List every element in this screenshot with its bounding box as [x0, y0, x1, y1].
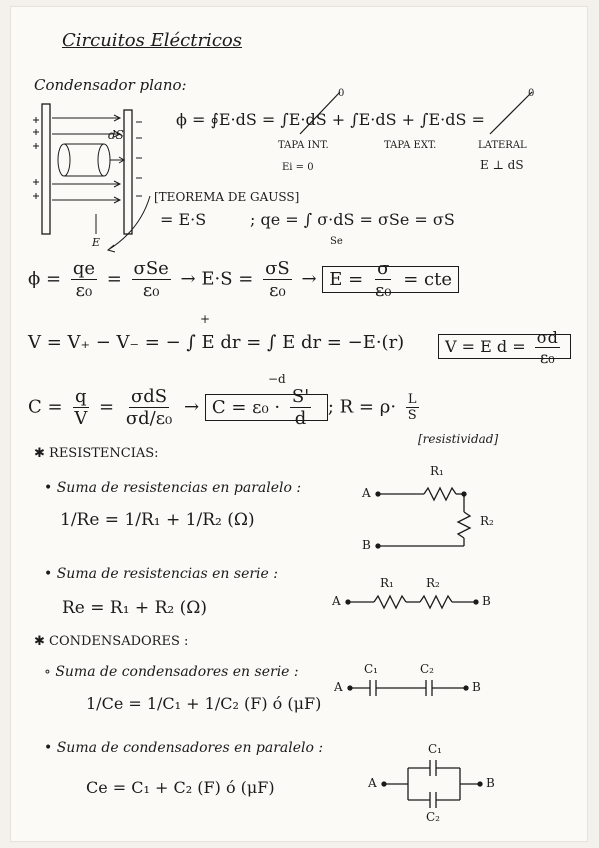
se-subscript: Se [330, 236, 343, 247]
cap-ser-c2-label: C₂ [420, 662, 434, 676]
cap-serie-eq: 1/Ce = 1/C₁ + 1/C₂ (F) ó (μF) [86, 694, 322, 713]
res-paralelo-title: • Suma de resistencias en paralelo : [44, 480, 302, 496]
section-heading-resistencias: ✱ RESISTENCIAS: [34, 446, 159, 461]
res-ser-b-label: B [482, 594, 491, 608]
res-serie-eq: Re = R₁ + R₂ (Ω) [62, 598, 207, 618]
cap-par-b-label: B [486, 776, 495, 790]
minus-d-limit: −d [268, 372, 286, 386]
section-heading-condensador: Condensador plano: [34, 76, 187, 94]
res-ser-r1-label: R₁ [380, 576, 394, 590]
cap-par-c2-label: C₂ [426, 810, 440, 824]
zero-mark-1: 0 [338, 88, 345, 99]
cap-ser-c1-label: C₁ [364, 662, 378, 676]
res-par-r1-label: R₁ [430, 464, 444, 478]
tapa-int-label: TAPA INT. [278, 140, 329, 151]
cap-ser-b-label: B [472, 680, 481, 694]
res-serie-title: • Suma de resistencias en serie : [44, 566, 278, 582]
capacitance-boxed: C = ε₀ · S'd [204, 386, 328, 429]
qe-eq: ; qe = ∫ σ·dS = σSe = σS [250, 210, 455, 229]
res-par-b-label: B [362, 538, 371, 552]
plus-limit: + [200, 312, 211, 326]
resistividad-label: [resistividad] [418, 432, 499, 446]
ei-zero-label: Ei = 0 [282, 162, 314, 173]
flux-equation: ϕ = ∮E·dS = ∫E·dS + ∫E·dS + ∫E·dS = [176, 110, 485, 129]
res-par-r2-label: R₂ [480, 514, 494, 528]
page-title: Circuitos Eléctricos [62, 30, 242, 51]
voltage-eq: V = V₊ − V₋ = − ∫ E dr = ∫ E dr = −E·(r) [28, 332, 405, 353]
cap-paralelo-eq: Ce = C₁ + C₂ (F) ó (μF) [86, 778, 275, 797]
res-par-a-label: A [362, 486, 371, 500]
cap-ser-a-label: A [334, 680, 343, 694]
cap-par-c1-label: C₁ [428, 742, 442, 756]
res-paralelo-eq: 1/Re = 1/R₁ + 1/R₂ (Ω) [60, 510, 255, 530]
res-ser-a-label: A [332, 594, 341, 608]
lateral-label: LATERAL [478, 140, 527, 151]
tapa-ext-label: TAPA EXT. [384, 140, 437, 151]
section-heading-condensadores: ✱ CONDENSADORES : [34, 634, 189, 649]
res-ser-r2-label: R₂ [426, 576, 440, 590]
e-s-eq: = E·S [160, 210, 207, 229]
e-perp-label: E ⊥ dS [480, 158, 524, 172]
cap-serie-title: ∘ Suma de condensadores en serie : [44, 664, 299, 680]
gauss-theorem: [TEOREMA DE GAUSS] [154, 190, 300, 204]
cap-par-a-label: A [368, 776, 377, 790]
cap-paralelo-title: • Suma de condensadores en paralelo : [44, 740, 324, 756]
ds-label: dS [108, 128, 124, 142]
e-label: E [92, 236, 101, 249]
